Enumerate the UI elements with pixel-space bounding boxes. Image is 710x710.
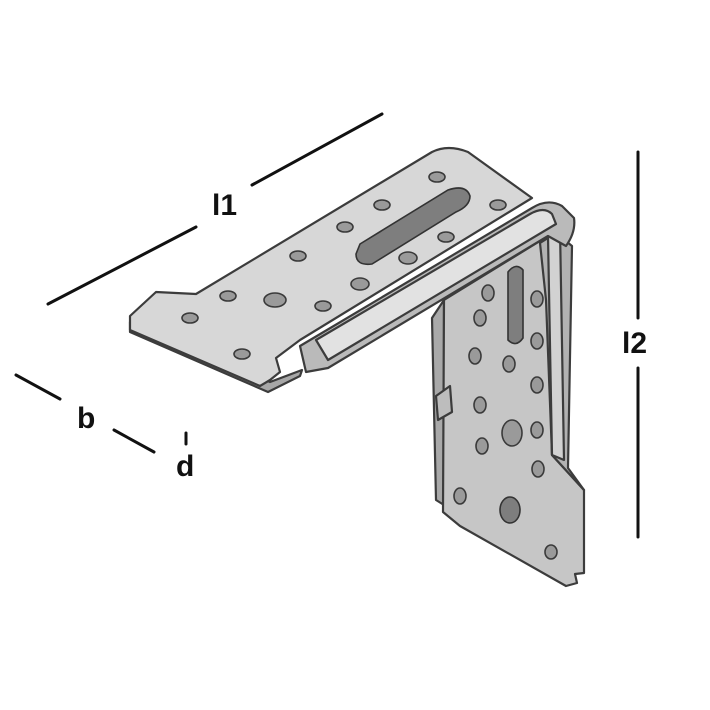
horizontal-hole	[489, 199, 507, 211]
dimension-b-label: b	[77, 402, 95, 435]
dimension-l2-label: l2	[622, 327, 647, 360]
bracket-bend-highlight	[314, 208, 558, 362]
dimension-l2: l2	[622, 150, 647, 539]
vertical-hole	[473, 396, 487, 414]
vertical-hole	[475, 437, 489, 455]
vertical-hole	[468, 347, 482, 365]
vertical-hole	[530, 332, 544, 350]
horizontal-hole	[219, 290, 237, 302]
vertical-hole	[531, 460, 545, 478]
bracket-vertical-leg	[430, 226, 586, 588]
horizontal-slot	[355, 187, 471, 266]
horizontal-hole	[398, 251, 418, 265]
horizontal-hole	[181, 312, 199, 324]
vertical-leg-rib-inner	[546, 226, 566, 462]
horizontal-hole	[428, 171, 446, 183]
horizontal-hole	[437, 231, 455, 243]
dimension-b-line-right	[112, 428, 156, 454]
vertical-hole	[453, 487, 467, 505]
vertical-hole	[530, 290, 544, 308]
horizontal-hole	[233, 348, 251, 360]
dimension-l1-line-upper	[250, 112, 384, 187]
horizontal-leg-edge	[128, 320, 304, 394]
vertical-hole	[473, 309, 487, 327]
dimension-d: d	[176, 431, 194, 483]
horizontal-hole	[336, 221, 354, 233]
bracket-horizontal-leg	[128, 146, 576, 394]
vertical-hole	[530, 376, 544, 394]
horizontal-hole	[314, 300, 332, 312]
horizontal-hole-large	[263, 292, 287, 308]
vertical-hole	[481, 284, 495, 302]
vertical-hole	[544, 544, 558, 560]
dimension-d-label: d	[176, 450, 194, 483]
vertical-leg-notch	[434, 384, 454, 422]
vertical-hole	[502, 355, 516, 373]
vertical-hole-large	[499, 496, 521, 524]
vertical-hole-large	[501, 419, 523, 447]
horizontal-hole	[289, 250, 307, 262]
dimension-l1: l1	[46, 112, 384, 306]
dimension-l1-line-lower	[46, 225, 198, 306]
dimension-b: b	[14, 373, 156, 454]
horizontal-hole	[373, 199, 391, 211]
dimension-l1-label: l1	[212, 189, 237, 222]
vertical-slot	[507, 265, 524, 345]
dimension-b-line-left	[14, 373, 62, 401]
horizontal-hole	[350, 277, 370, 291]
vertical-hole	[530, 421, 544, 439]
